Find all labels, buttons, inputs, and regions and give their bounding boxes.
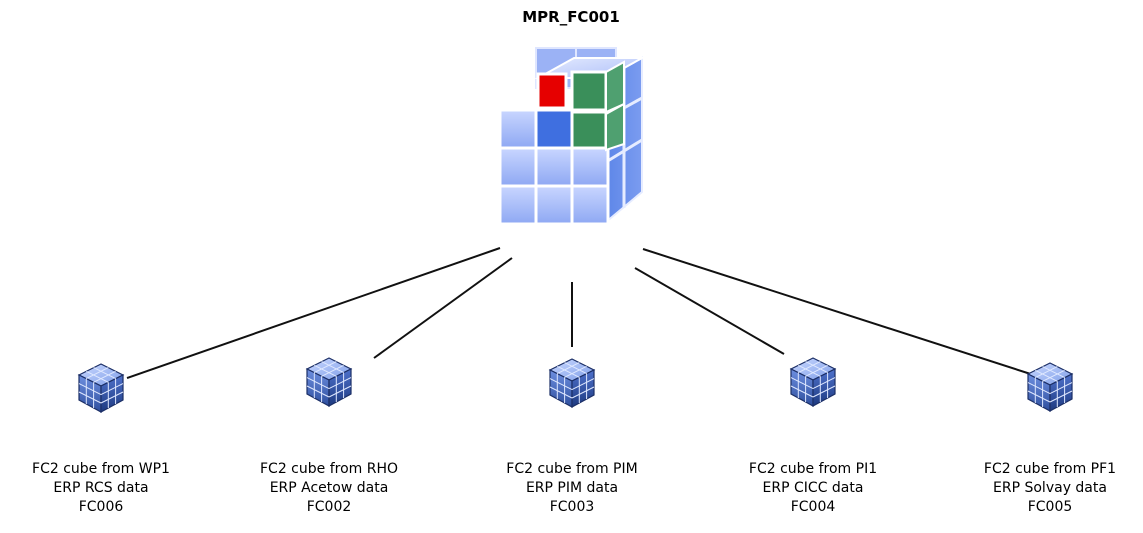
connector-line-fc005 — [642, 248, 1041, 378]
child-label-line1: FC2 cube from PI1 — [748, 461, 878, 477]
child-label-line3: FC005 — [1027, 499, 1073, 515]
child-label-line1: FC2 cube from WP1 — [32, 461, 170, 477]
highlight-cell-red — [536, 72, 568, 110]
highlight-cell-green — [570, 110, 608, 150]
child-label-line3: FC003 — [549, 499, 595, 515]
child-label-line2: ERP Solvay data — [993, 480, 1107, 496]
child-label-line2: ERP CICC data — [762, 480, 864, 496]
child-label-line1: FC2 cube from PF1 — [983, 461, 1117, 477]
child-node-fc002[interactable]: FC2 cube from RHO ERP Acetow data FC002 — [234, 356, 424, 517]
connector-line-fc006 — [126, 247, 501, 379]
child-label-line3: FC004 — [790, 499, 836, 515]
child-label-line1: FC2 cube from PIM — [506, 461, 638, 477]
child-label-line3: FC002 — [306, 499, 352, 515]
root-cube-title: MPR_FC001 — [522, 8, 620, 26]
child-node-fc006[interactable]: FC2 cube from WP1 ERP RCS data FC006 — [6, 362, 196, 517]
child-label-line2: ERP Acetow data — [269, 480, 389, 496]
olap-cube-small-icon[interactable] — [303, 356, 355, 408]
olap-cube-small-icon[interactable] — [1024, 361, 1076, 413]
child-node-fc005[interactable]: FC2 cube from PF1 ERP Solvay data FC005 — [955, 361, 1143, 517]
child-label-line1: FC2 cube from RHO — [259, 461, 398, 477]
highlight-cell-green — [570, 70, 608, 112]
child-node-fc004[interactable]: FC2 cube from PI1 ERP CICC data FC004 — [718, 356, 908, 517]
olap-cube-small-icon[interactable] — [75, 362, 127, 414]
olap-cube-small-icon[interactable] — [787, 356, 839, 408]
connector-line-fc002 — [373, 257, 513, 359]
connector-line-fc004 — [634, 267, 785, 355]
olap-cube-large-icon[interactable] — [490, 44, 650, 234]
olap-cube-small-icon[interactable] — [546, 357, 598, 409]
child-label-line2: ERP PIM data — [525, 480, 619, 496]
child-label-line3: FC006 — [78, 499, 124, 515]
child-label-line2: ERP RCS data — [53, 480, 149, 496]
child-node-fc003[interactable]: FC2 cube from PIM ERP PIM data FC003 — [477, 357, 667, 517]
